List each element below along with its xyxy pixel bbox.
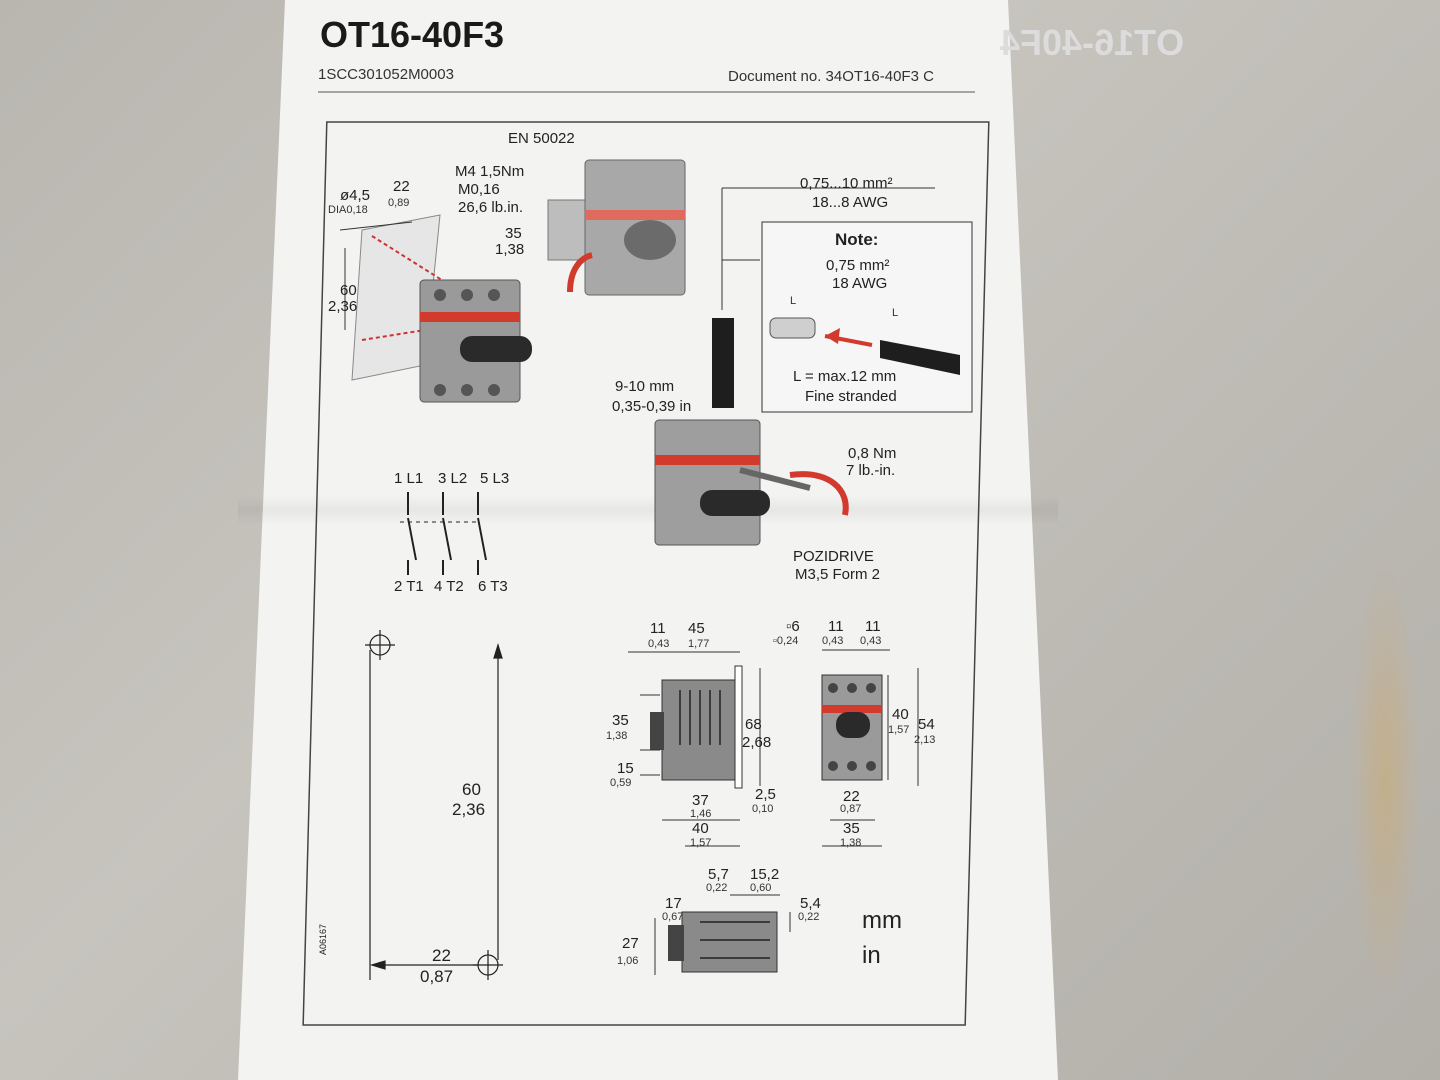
terminal-torque-nm: 0,8 Nm <box>848 445 897 462</box>
side-d11: 11 <box>650 620 666 637</box>
front-d11b-in: 0,43 <box>860 635 882 647</box>
front-d35-in: 1,38 <box>840 837 862 849</box>
side-d35-in: 1,38 <box>606 730 628 742</box>
drawing-ref-code: A06167 <box>318 923 328 955</box>
bottom-d15-2-in: 0,60 <box>750 882 772 894</box>
part-number: 1SCC301052M0003 <box>318 66 454 83</box>
document-title: OT16-40F3 <box>320 14 505 55</box>
screw-alt: M0,16 <box>458 181 500 198</box>
wire-awg: 18...8 AWG <box>812 194 889 211</box>
rail-height: 35 <box>505 225 522 242</box>
unit-mm: mm <box>862 907 902 934</box>
front-d40: 40 <box>892 706 909 723</box>
bottom-d15-2: 15,2 <box>750 866 780 883</box>
screw-torque-in: 26,6 lb.in. <box>458 199 524 216</box>
plate-height: 60 <box>340 282 357 299</box>
note-awg: 18 AWG <box>832 275 888 292</box>
mounting-plate-illustration <box>339 214 446 381</box>
screwdriver-size: M3,5 Form 2 <box>795 566 881 583</box>
hole-diameter: ø4,5 <box>340 187 371 204</box>
side-view-diagram <box>628 651 761 847</box>
drill-height-in: 2,36 <box>452 800 486 819</box>
side-d2-5-in: 0,10 <box>752 803 774 815</box>
drill-height: 60 <box>462 780 481 799</box>
panel-drilling-diagram <box>365 630 503 980</box>
side-d15-in: 0,59 <box>610 777 632 789</box>
switch-illustration-1 <box>419 279 532 403</box>
hole-diameter-in: DIA0,18 <box>328 204 368 216</box>
front-d22-in: 0,87 <box>840 803 862 815</box>
front-d35: 35 <box>843 820 860 837</box>
side-d15: 15 <box>617 760 634 777</box>
sheet-fold-crease <box>238 495 1058 525</box>
note-size: 0,75 mm² <box>826 257 890 274</box>
side-d40: 40 <box>692 820 709 837</box>
rail-height-in: 1,38 <box>495 241 525 258</box>
bottom-d27: 27 <box>622 935 639 952</box>
terminal-top-3: 5 L3 <box>480 470 510 487</box>
front-d11b: 11 <box>865 618 881 635</box>
front-sq6: ▫6 <box>786 618 800 635</box>
terminal-bottom-2: 4 T2 <box>434 578 464 595</box>
front-d40-in: 1,57 <box>888 724 910 736</box>
terminal-top-2: 3 L2 <box>438 470 468 487</box>
front-d54-in: 2,13 <box>914 734 936 746</box>
strip-length-label: L <box>892 307 899 319</box>
ferrule-type: Fine stranded <box>805 388 897 405</box>
front-d11a: 11 <box>828 618 844 635</box>
bottom-view-diagram <box>654 894 791 975</box>
front-view-diagram <box>821 649 919 847</box>
side-d37-in: 1,46 <box>690 808 712 820</box>
bottom-d17: 17 <box>665 895 682 912</box>
bottom-d5-7: 5,7 <box>708 866 729 883</box>
hole-spacing-in: 0,89 <box>388 197 410 209</box>
wire-range: 0,75...10 mm² <box>800 175 893 192</box>
side-d68: 68 <box>745 716 762 733</box>
side-d37: 37 <box>692 792 709 809</box>
side-d40-in: 1,57 <box>690 837 712 849</box>
rail-standard: EN 50022 <box>508 130 575 147</box>
switch-illustration-3 <box>654 419 849 546</box>
drill-width-in: 0,87 <box>420 967 454 986</box>
screwdriver-type: POZIDRIVE <box>793 548 874 565</box>
bottom-d27-in: 1,06 <box>617 955 639 967</box>
document-number: Document no. 34OT16-40F3 C <box>728 68 934 85</box>
unit-in: in <box>862 942 881 969</box>
switch-schematic <box>400 492 487 575</box>
strip-length-in: 0,35-0,39 in <box>612 398 692 415</box>
bottom-d5-4-in: 0,22 <box>798 911 820 923</box>
terminal-torque-lb: 7 lb.-in. <box>846 462 896 479</box>
bottom-d17-in: 0,67 <box>662 911 684 923</box>
side-d45: 45 <box>688 620 705 637</box>
switch-illustration-2 <box>547 159 686 296</box>
side-d11-in: 0,43 <box>648 638 670 650</box>
surface-stain <box>1350 560 1420 1000</box>
hole-spacing: 22 <box>393 178 410 195</box>
side-d45-in: 1,77 <box>688 638 710 650</box>
side-d2-5: 2,5 <box>755 786 776 803</box>
terminal-bottom-3: 6 T3 <box>478 578 508 595</box>
ferrule-max: L = max.12 mm <box>793 368 897 385</box>
side-d68-in: 2,68 <box>742 734 772 751</box>
drill-width: 22 <box>432 946 451 965</box>
side-d35: 35 <box>612 712 629 729</box>
front-d11a-in: 0,43 <box>822 635 844 647</box>
bottom-d5-4: 5,4 <box>800 895 821 912</box>
bottom-d5-7-in: 0,22 <box>706 882 728 894</box>
screw-spec: M4 1,5Nm <box>455 163 525 180</box>
front-sq6-in: ▫0,24 <box>773 635 799 647</box>
strip-length-mm: 9-10 mm <box>615 378 675 395</box>
terminal-bottom-1: 2 T1 <box>394 578 424 595</box>
drawing-frame <box>302 121 990 1026</box>
note-title: Note: <box>835 230 879 249</box>
front-d54: 54 <box>918 716 935 733</box>
ferrule-length-label: L <box>790 295 797 307</box>
plate-height-in: 2,36 <box>328 298 358 315</box>
wire-note-illustration <box>712 187 973 413</box>
terminal-top-1: 1 L1 <box>394 470 424 487</box>
front-d22: 22 <box>843 788 860 805</box>
